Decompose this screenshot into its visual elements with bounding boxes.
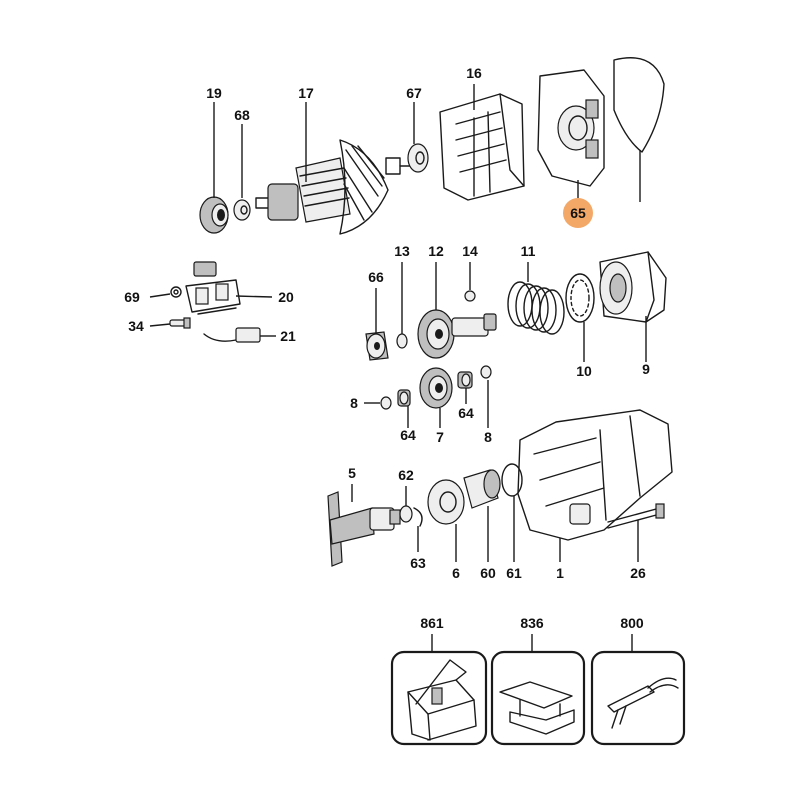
callout-6[interactable]: 6 <box>452 565 460 581</box>
accessory-861-label: 861 <box>420 615 444 631</box>
accessory-800-label: 800 <box>620 615 644 631</box>
callout-1[interactable]: 1 <box>556 565 564 581</box>
callout-17[interactable]: 17 <box>298 85 314 101</box>
part-8-washer-left[interactable] <box>380 396 392 410</box>
callout-14[interactable]: 14 <box>462 243 478 259</box>
callout-12[interactable]: 12 <box>428 243 444 259</box>
callout-66[interactable]: 66 <box>368 269 384 285</box>
callout-5[interactable]: 5 <box>348 465 356 481</box>
part-61-oring[interactable] <box>501 463 523 497</box>
callout-11[interactable]: 11 <box>521 243 536 259</box>
part-64-bushing-right[interactable] <box>457 371 473 389</box>
part-21-brush[interactable] <box>203 327 261 343</box>
leader-lines <box>149 84 647 652</box>
part-10-ball-ring[interactable] <box>565 273 595 323</box>
accessory-836-label: 836 <box>520 615 544 631</box>
callout-7[interactable]: 7 <box>436 429 444 445</box>
callout-20[interactable]: 20 <box>278 289 294 305</box>
part-67-washer[interactable] <box>407 143 429 173</box>
accessory-861-case[interactable]: 861 <box>390 615 488 746</box>
part-17-armature[interactable] <box>255 139 413 235</box>
part-gasket-loop[interactable] <box>613 57 665 153</box>
part-69-spring[interactable] <box>170 286 182 298</box>
part-6-seal[interactable] <box>427 479 465 525</box>
part-65-end-plate[interactable] <box>537 69 605 187</box>
callout-68[interactable]: 68 <box>234 107 250 123</box>
callout-8-left[interactable]: 8 <box>350 395 358 411</box>
callout-65-highlight <box>563 198 593 228</box>
part-68-washer[interactable] <box>233 199 251 221</box>
part-16-field-housing[interactable] <box>439 93 525 201</box>
part-26-bolt[interactable] <box>607 503 665 529</box>
accessory-836-toolbox[interactable]: 836 <box>490 615 586 746</box>
callout-67[interactable]: 67 <box>406 85 422 101</box>
part-12-hammer[interactable] <box>417 309 497 359</box>
callout-62[interactable]: 62 <box>398 467 414 483</box>
part-60-bushing[interactable] <box>463 469 501 509</box>
part-19-bearing[interactable] <box>199 196 229 234</box>
part-66-bushing[interactable] <box>365 331 389 361</box>
callout-19[interactable]: 19 <box>206 85 222 101</box>
callout-16[interactable]: 16 <box>466 65 482 81</box>
part-9-anvil-housing[interactable] <box>599 251 667 323</box>
part-20-brush-holder[interactable] <box>185 261 241 315</box>
part-11-spring[interactable] <box>507 281 565 335</box>
part-13-washer[interactable] <box>396 333 408 349</box>
callout-69[interactable]: 69 <box>124 289 140 305</box>
part-1-gear-housing[interactable] <box>517 409 673 541</box>
part-34-screw[interactable] <box>169 317 191 329</box>
callout-65[interactable]: 65 <box>570 205 586 221</box>
part-62-ring[interactable] <box>399 505 413 523</box>
callout-labels: 19 68 17 67 16 65 66 13 12 14 11 10 9 69… <box>124 65 650 581</box>
callout-61[interactable]: 61 <box>506 565 522 581</box>
callout-63[interactable]: 63 <box>410 555 426 571</box>
part-63-clip[interactable] <box>413 507 423 527</box>
callout-9[interactable]: 9 <box>642 361 650 377</box>
part-64-bushing-left[interactable] <box>397 389 411 407</box>
callout-34[interactable]: 34 <box>128 318 144 334</box>
accessory-800-tool[interactable]: 800 <box>590 615 686 746</box>
callout-13[interactable]: 13 <box>394 243 410 259</box>
callout-8-right[interactable]: 8 <box>484 429 492 445</box>
callout-64-right[interactable]: 64 <box>458 405 474 421</box>
part-7-bearing[interactable] <box>419 367 453 409</box>
part-14-ball[interactable] <box>464 290 476 302</box>
callout-60[interactable]: 60 <box>480 565 496 581</box>
callout-64-left[interactable]: 64 <box>400 427 416 443</box>
callout-21[interactable]: 21 <box>280 328 296 344</box>
callout-26[interactable]: 26 <box>630 565 646 581</box>
callout-10[interactable]: 10 <box>576 363 592 379</box>
part-5-anvil[interactable] <box>327 491 401 567</box>
part-8-washer-right[interactable] <box>480 365 492 379</box>
